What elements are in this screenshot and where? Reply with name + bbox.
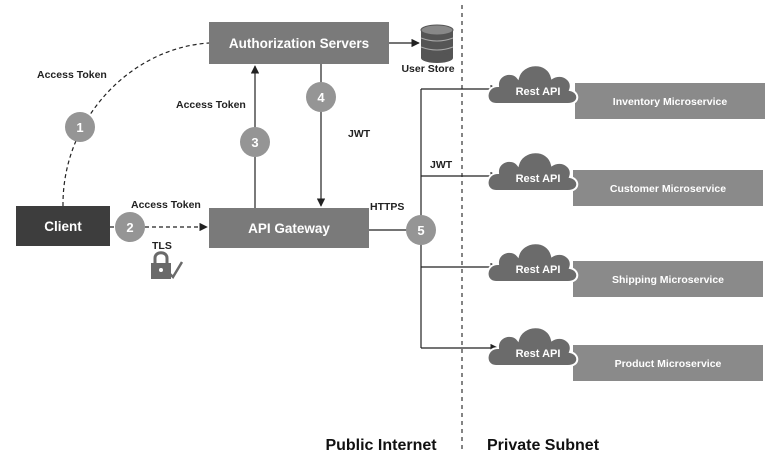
inventory-rest-api-label: Rest API xyxy=(516,86,561,98)
https-label: HTTPS xyxy=(370,201,404,213)
step-2-circle xyxy=(115,212,145,242)
jwt-services-label: JWT xyxy=(430,159,453,171)
step-1-label: 1 xyxy=(76,120,83,135)
api-gateway-label: API Gateway xyxy=(248,221,330,236)
private-subnet-label: Private Subnet xyxy=(487,437,600,454)
cloud-icon xyxy=(486,64,579,105)
access-token-auth-label: Access Token xyxy=(176,99,246,111)
inventory-service-label: Inventory Microservice xyxy=(613,96,728,108)
public-internet-label: Public Internet xyxy=(325,437,437,454)
step-2-label: 2 xyxy=(126,220,133,235)
product-service-box xyxy=(573,345,763,381)
customer-service-group: Rest API Customer Microservice xyxy=(486,151,763,206)
shipping-service-group: Rest API Shipping Microservice xyxy=(486,242,763,297)
step-5-circle xyxy=(406,215,436,245)
product-rest-api-label: Rest API xyxy=(516,348,561,360)
product-service-label: Product Microservice xyxy=(615,358,722,370)
authorization-servers-box xyxy=(209,22,389,64)
step-1-circle xyxy=(65,112,95,142)
customer-rest-api-label: Rest API xyxy=(516,173,561,185)
step-5-label: 5 xyxy=(417,223,424,238)
access-token-client-label: Access Token xyxy=(37,69,107,81)
step-3-label: 3 xyxy=(251,135,258,150)
authorization-servers-label: Authorization Servers xyxy=(229,36,369,51)
step-3-circle xyxy=(240,127,270,157)
access-token-gateway-label: Access Token xyxy=(131,199,201,211)
cloud-icon xyxy=(486,242,579,283)
client-to-auth-connector xyxy=(62,42,210,207)
inventory-service-box xyxy=(575,83,765,119)
user-store-label: User Store xyxy=(401,63,454,75)
cloud-icon xyxy=(486,151,579,192)
client-label: Client xyxy=(44,219,82,234)
step-4-label: 4 xyxy=(317,90,325,105)
api-gateway-box xyxy=(209,208,369,248)
customer-service-box xyxy=(573,170,763,206)
inventory-service-group: Rest API Inventory Microservice xyxy=(486,64,765,119)
product-service-group: Rest API Product Microservice xyxy=(486,326,763,381)
tls-label: TLS xyxy=(152,240,172,252)
step-4-circle xyxy=(306,82,336,112)
customer-service-label: Customer Microservice xyxy=(610,183,726,195)
shipping-service-box xyxy=(573,261,763,297)
cloud-icon xyxy=(486,326,579,367)
shipping-service-label: Shipping Microservice xyxy=(612,274,724,286)
database-icon xyxy=(420,24,454,63)
jwt-auth-label: JWT xyxy=(348,128,371,140)
client-box xyxy=(16,206,110,246)
lock-check-icon xyxy=(151,251,184,280)
shipping-rest-api-label: Rest API xyxy=(516,264,561,276)
